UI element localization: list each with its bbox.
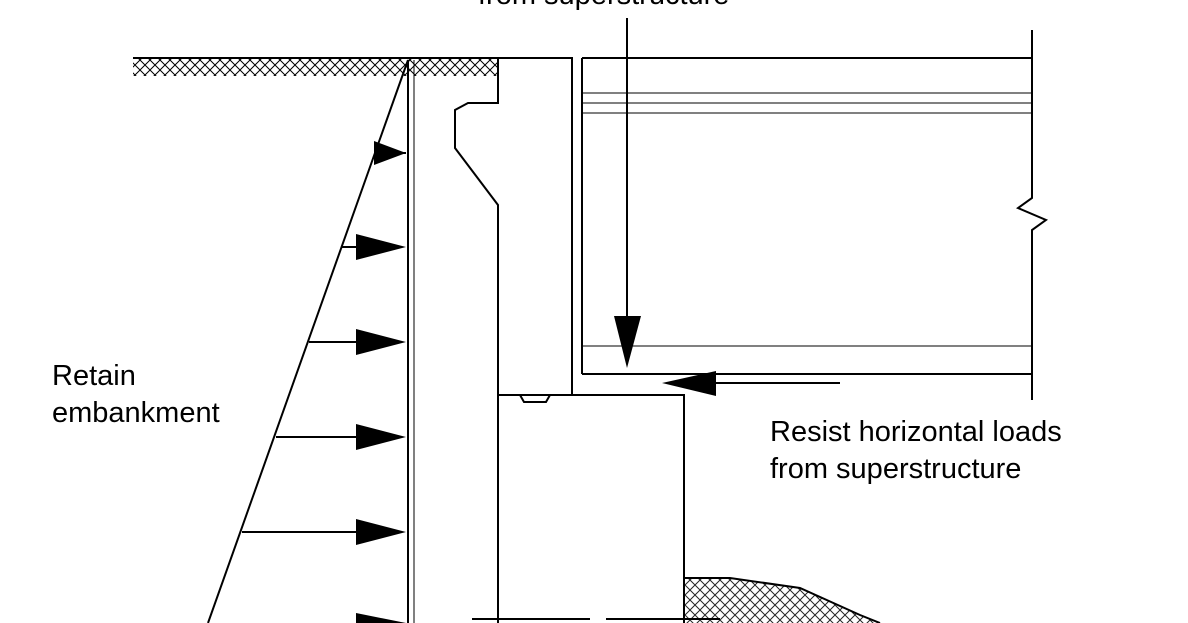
resist-loads-label-line2: from superstructure — [770, 453, 1021, 485]
retain-embankment-label-line1: Retain — [52, 360, 136, 392]
superstructure-girder — [581, 30, 1049, 400]
vertical-load-label: from superstructure — [478, 0, 729, 11]
resist-loads-label-line1: Resist horizontal loads — [770, 416, 1062, 448]
earth-pressure-arrows — [242, 141, 406, 623]
vertical-load-arrow — [614, 18, 641, 368]
retain-embankment-label-line2: embankment — [52, 397, 220, 429]
ground-surface-left — [133, 57, 498, 76]
horizontal-load-arrow — [662, 371, 840, 396]
bearing-seat — [497, 394, 685, 623]
ground-slope-right — [684, 577, 881, 623]
abutment-backwall — [454, 57, 573, 396]
